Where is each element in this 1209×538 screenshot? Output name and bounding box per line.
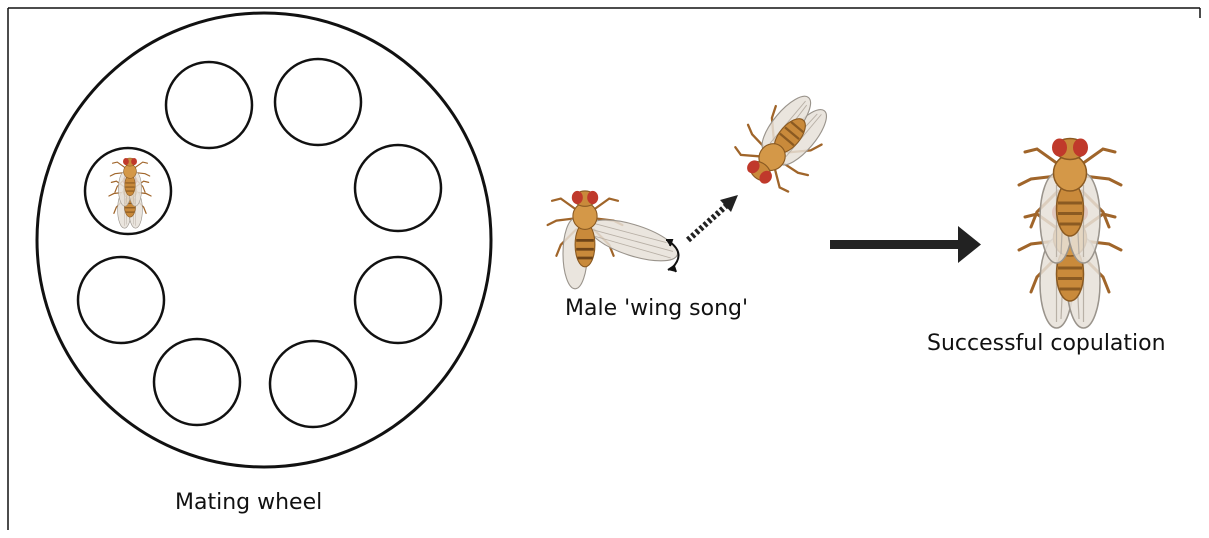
wheel-chamber xyxy=(166,62,252,148)
right-arrow-icon xyxy=(830,226,981,263)
wheel-chamber xyxy=(355,145,441,231)
wheel-chamber xyxy=(154,339,240,425)
wheel-outer-circle xyxy=(37,13,491,467)
mating-wheel-caption: Mating wheel xyxy=(175,490,322,515)
wing-song-caption: Male 'wing song' xyxy=(565,296,748,321)
wheel-chamber xyxy=(78,257,164,343)
copulation-caption: Successful copulation xyxy=(927,331,1166,356)
courting-male-fly xyxy=(548,191,682,289)
female-fly xyxy=(725,79,846,202)
fly-pair-in-chamber xyxy=(109,158,151,228)
wheel-chamber xyxy=(355,257,441,343)
wheel-chamber xyxy=(270,341,356,427)
dotted-arrow-icon xyxy=(688,195,738,240)
copulating-flies xyxy=(1019,139,1121,329)
wheel-chamber xyxy=(275,59,361,145)
mating-wheel xyxy=(37,13,491,467)
